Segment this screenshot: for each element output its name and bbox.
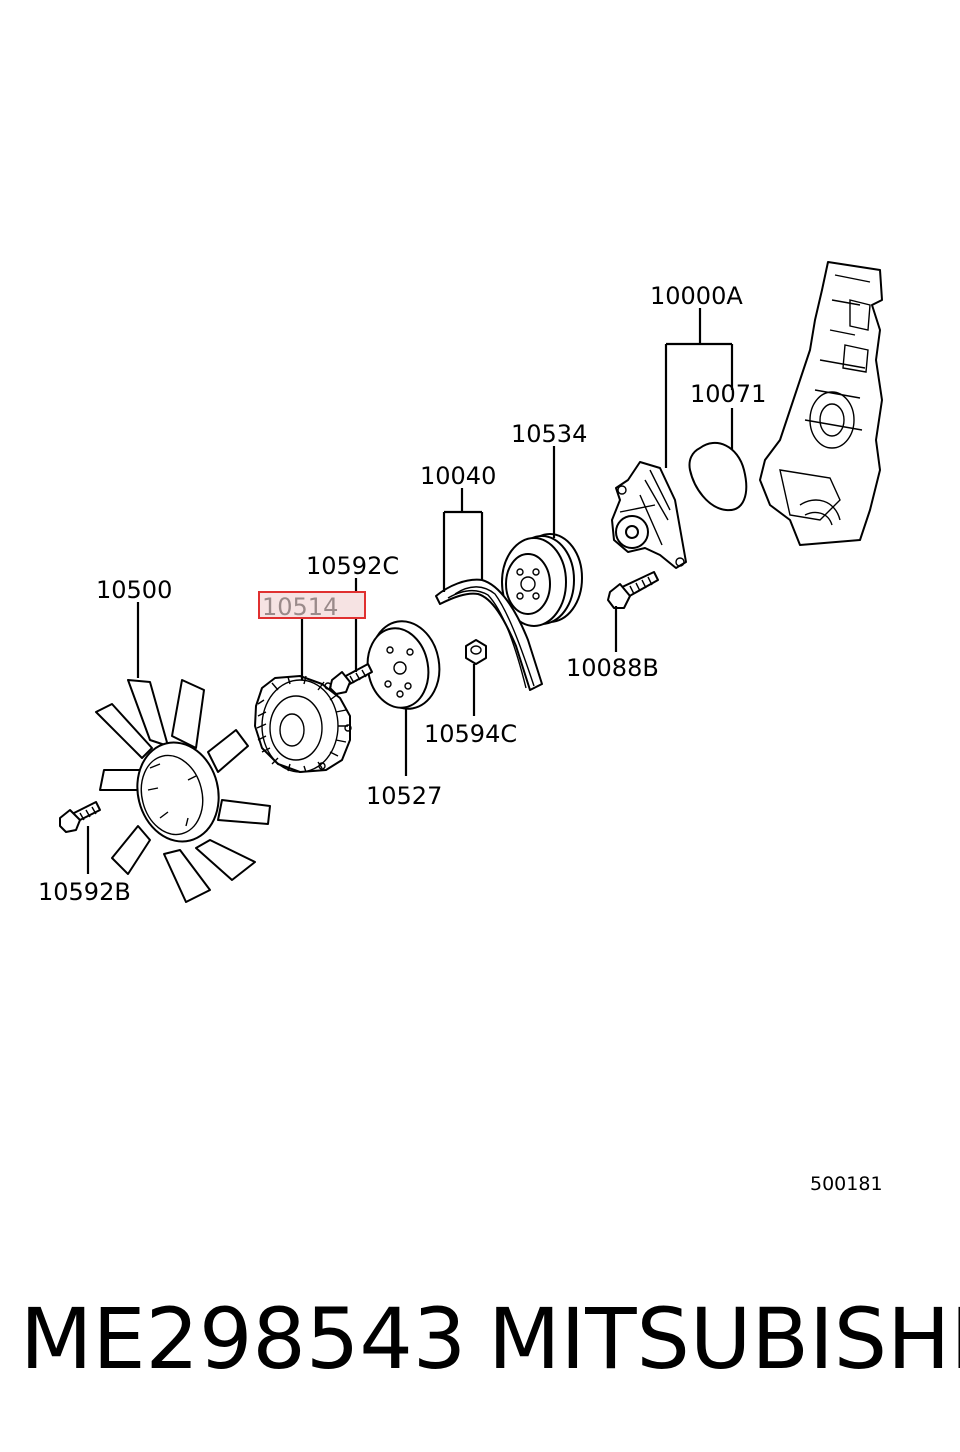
callout-10592B: 10592B: [38, 878, 131, 906]
bolt-10592C-drawing: [329, 663, 373, 695]
fan-drawing: [95, 679, 271, 903]
callout-10071: 10071: [690, 380, 766, 408]
drawing-code: 500181: [810, 1173, 883, 1195]
spacer-drawing: [366, 620, 441, 710]
footer-caption: ME298543 MITSUBISHI: [0, 1290, 960, 1400]
engine-block-drawing: [759, 261, 883, 546]
water-pump-drawing: [611, 461, 687, 569]
bolt-10088B-drawing: [607, 571, 659, 609]
callout-10594C: 10594C: [424, 720, 517, 748]
nut-drawing: [465, 639, 487, 665]
brand-name: MITSUBISHI: [488, 1290, 960, 1388]
pulley-drawing: [501, 533, 583, 627]
part-number: ME298543: [20, 1290, 467, 1388]
callout-10500: 10500: [96, 576, 172, 604]
highlight-box-10514: [258, 591, 366, 619]
callout-10527: 10527: [366, 782, 442, 810]
gasket-drawing: [688, 442, 748, 512]
callout-10000A: 10000A: [650, 282, 743, 310]
v-belt-drawing: [435, 578, 543, 691]
callout-10534: 10534: [511, 420, 587, 448]
callout-10040: 10040: [420, 462, 496, 490]
callout-10514: 10514: [262, 593, 338, 621]
fan-clutch-drawing: [254, 675, 352, 773]
callout-10088B: 10088B: [566, 654, 659, 682]
bolt-10592B-drawing: [59, 801, 101, 833]
callout-10592C: 10592C: [306, 552, 399, 580]
